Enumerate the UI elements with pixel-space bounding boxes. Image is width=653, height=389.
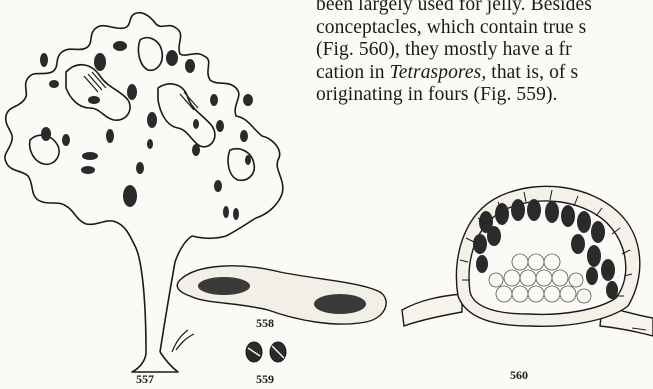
branch-section-illustration (177, 266, 386, 324)
text-line: cation in Tetraspores, that is, of s (316, 62, 653, 85)
text-line: been largely used for jelly. Besides (316, 0, 653, 17)
seaweed-frond-illustration (5, 13, 283, 372)
text-segment: that is, of s (486, 62, 578, 83)
figure-label-557: 557 (136, 372, 154, 387)
text-line: (Fig. 560), they mostly have a fr (316, 39, 653, 62)
tetraspores-illustration (246, 342, 286, 362)
text-line: originating in fours (Fig. 559). (316, 84, 653, 107)
italic-term: Tetraspores, (390, 62, 487, 83)
text-segment: cation in (316, 62, 390, 83)
text-line: conceptacles, which contain true s (316, 17, 653, 40)
figure-label-560: 560 (510, 368, 528, 383)
figure-label-558: 558 (256, 316, 274, 331)
conceptacle-section-illustration (402, 186, 653, 336)
figure-label-559: 559 (256, 372, 274, 387)
body-text: been largely used for jelly. Besides con… (316, 0, 653, 107)
